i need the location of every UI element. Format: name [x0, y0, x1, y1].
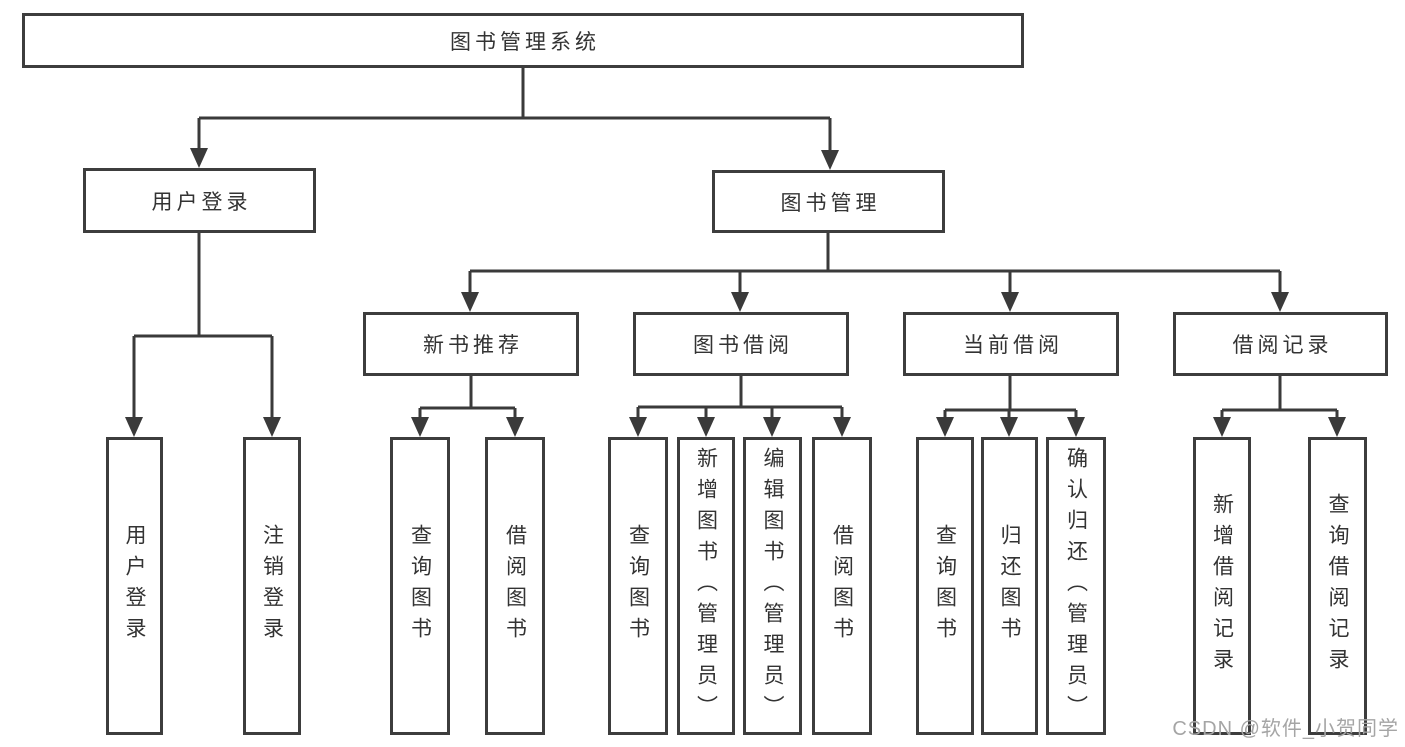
leaf-rec-query-book: 查询图书	[390, 437, 450, 735]
node-user-login: 用户登录	[83, 168, 316, 233]
node-book-management: 图书管理	[712, 170, 945, 233]
leaf-borrow-borrow-book: 借阅图书	[812, 437, 872, 735]
leaf-borrow-query-book: 查询图书	[608, 437, 668, 735]
node-new-book-recommend: 新书推荐	[363, 312, 579, 376]
leaf-record-add-record: 新增借阅记录	[1193, 437, 1251, 735]
connector-line	[132, 68, 1339, 419]
arrow-down-icon	[125, 148, 1346, 437]
node-current-borrow: 当前借阅	[903, 312, 1119, 376]
leaf-user-logout: 注销登录	[243, 437, 301, 735]
leaf-record-query-record: 查询借阅记录	[1308, 437, 1367, 735]
leaf-current-confirm-return-admin: 确认归还（管理员）	[1046, 437, 1106, 735]
node-book-borrow: 图书借阅	[633, 312, 849, 376]
watermark-text: CSDN @软件_小贺同学	[1172, 718, 1399, 740]
node-borrow-record: 借阅记录	[1173, 312, 1388, 376]
leaf-borrow-edit-book-admin: 编辑图书（管理员）	[743, 437, 802, 735]
leaf-current-query-book: 查询图书	[916, 437, 974, 735]
leaf-current-return-book: 归还图书	[981, 437, 1038, 735]
leaf-user-login: 用户登录	[106, 437, 163, 735]
node-root: 图书管理系统	[22, 13, 1024, 68]
leaf-borrow-add-book-admin: 新增图书（管理员）	[677, 437, 735, 735]
leaf-rec-borrow-book: 借阅图书	[485, 437, 545, 735]
